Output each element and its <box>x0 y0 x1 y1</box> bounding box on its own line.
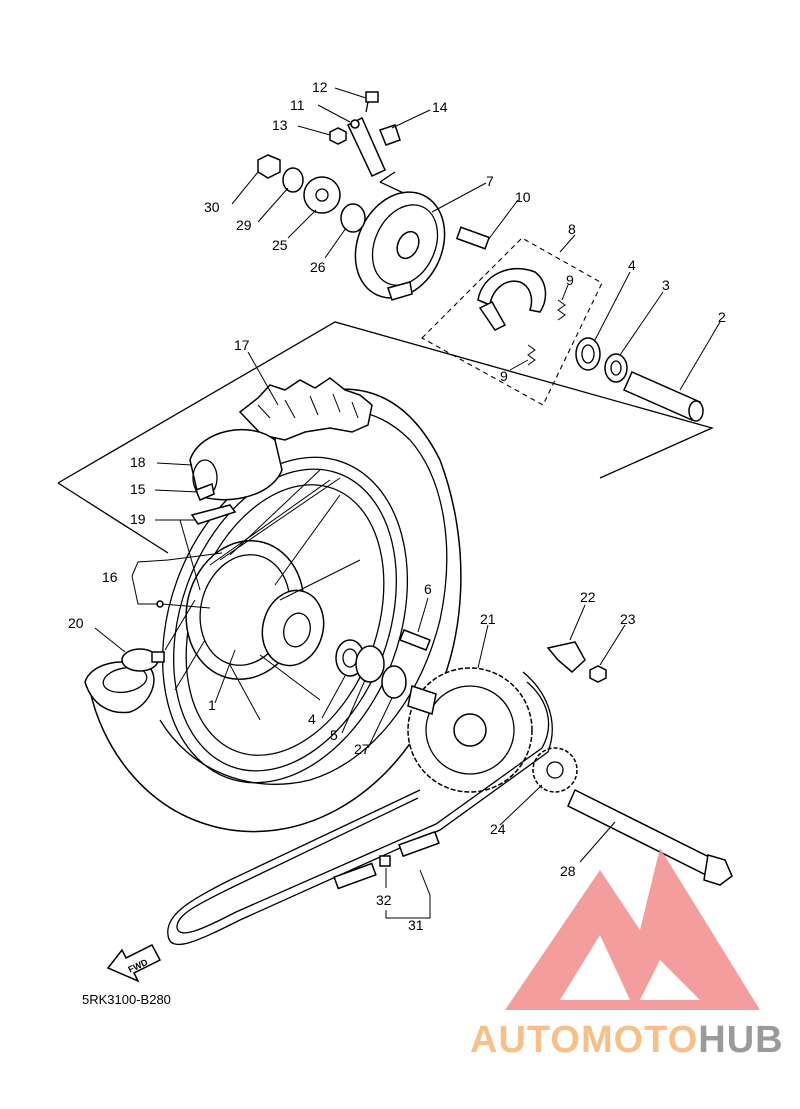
hub-collar <box>407 685 437 715</box>
part-label-28: 28 <box>560 863 576 879</box>
brake-shoe <box>477 267 547 331</box>
part-label-20: 20 <box>68 615 84 631</box>
part-label-19: 19 <box>130 511 146 527</box>
washer <box>282 167 304 193</box>
part-label-14: 14 <box>432 99 448 115</box>
watermark-logo <box>505 848 760 1010</box>
part-label-15: 15 <box>130 481 146 497</box>
part-label-11: 11 <box>290 97 305 113</box>
part-labels: 12 11 13 14 30 29 25 26 7 10 8 9 9 4 3 2… <box>68 79 726 933</box>
part-label-30: 30 <box>204 199 220 215</box>
tube-valve-strap <box>195 482 215 501</box>
part-label-3: 3 <box>662 277 670 293</box>
part-label-29: 29 <box>236 217 252 233</box>
part-label-26: 26 <box>310 259 326 275</box>
rim-band <box>190 504 237 525</box>
part-label-24: 24 <box>490 821 506 837</box>
sprocket-nut <box>589 665 607 683</box>
drive-sprocket <box>532 747 578 793</box>
part-label-22: 22 <box>580 589 596 605</box>
indicator-plate <box>379 124 401 146</box>
watermark-text-orange: AUTOMOTO <box>470 1019 698 1061</box>
part-label-17: 17 <box>234 337 250 353</box>
assembly-frame <box>57 171 714 554</box>
part-label-9-upper: 9 <box>566 272 574 288</box>
wheel-axle <box>567 788 733 886</box>
spring <box>527 299 566 366</box>
part-label-6: 6 <box>424 581 432 597</box>
tube <box>189 428 283 501</box>
fwd-arrow-icon: FWD <box>106 944 162 983</box>
part-label-13: 13 <box>272 117 288 133</box>
part-label-23: 23 <box>620 611 636 627</box>
part-label-4-lower: 4 <box>308 711 316 727</box>
chain-joint <box>333 830 440 890</box>
watermark-text: AUTOMOTOHUB <box>470 1019 784 1061</box>
drive-sprocket-small <box>303 176 341 214</box>
part-label-4-upper: 4 <box>628 257 636 273</box>
nut <box>329 127 347 145</box>
diagram-code: 5RK3100-B280 <box>82 992 171 1007</box>
part-label-21: 21 <box>480 611 496 627</box>
drive-chain <box>167 671 553 946</box>
svg-text:AUTOMOTOHUB: AUTOMOTOHUB <box>470 1019 784 1061</box>
part-label-8: 8 <box>568 221 576 237</box>
part-label-12: 12 <box>312 79 328 95</box>
watermark-text-gray: HUB <box>698 1019 783 1061</box>
sprocket-bracket <box>546 641 586 674</box>
spacer <box>623 371 704 422</box>
bolt <box>365 91 379 113</box>
part-label-32: 32 <box>376 892 392 908</box>
brake-shoe-plate <box>354 191 446 301</box>
spoke-set <box>156 552 223 609</box>
oil-seal <box>604 353 628 383</box>
part-label-9-lower: 9 <box>500 368 508 384</box>
rear-sprocket <box>407 667 533 793</box>
stud-bolt <box>399 629 431 651</box>
part-label-2: 2 <box>718 309 726 325</box>
axle-nut <box>257 154 281 179</box>
part-label-25: 25 <box>272 237 288 253</box>
camshaft <box>455 226 491 250</box>
bearing <box>575 337 601 371</box>
hub-bearing <box>335 639 385 683</box>
part-label-18: 18 <box>130 454 146 470</box>
hub-oil-seal <box>381 665 407 699</box>
part-label-31: 31 <box>408 917 424 933</box>
part-label-10: 10 <box>515 189 531 205</box>
valve-cap <box>121 648 165 672</box>
rear-wheel <box>84 377 462 833</box>
part-label-5: 5 <box>330 727 338 743</box>
part-label-1: 1 <box>208 697 216 713</box>
part-label-16: 16 <box>102 569 118 585</box>
part-label-7: 7 <box>486 173 494 189</box>
collar <box>340 203 366 233</box>
brake-arm <box>347 116 386 177</box>
brake-shoe-group-box <box>421 237 603 406</box>
part-label-27: 27 <box>354 741 370 757</box>
leader-lines <box>94 87 721 919</box>
